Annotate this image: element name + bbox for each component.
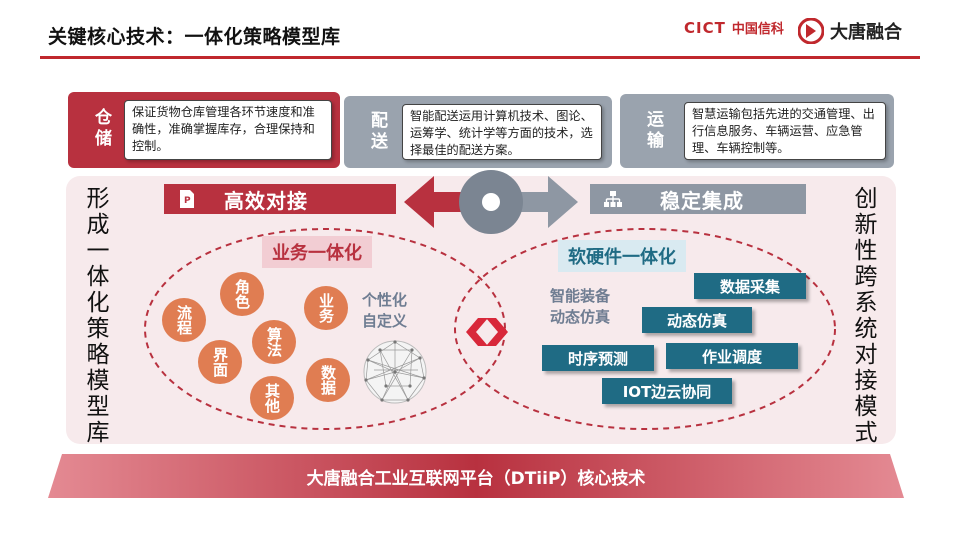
circle-interface: 界面 bbox=[198, 340, 242, 384]
datang-logo-icon bbox=[798, 18, 824, 44]
circle-process-label: 流程 bbox=[175, 305, 193, 335]
delivery-tab: 配送 bbox=[354, 100, 400, 164]
storage-tab: 仓储 bbox=[78, 96, 124, 162]
document-icon: P bbox=[180, 190, 194, 208]
smart-line-1: 智能装备 bbox=[550, 287, 611, 305]
page-title: 关键核心技术：一体化策略模型库 bbox=[48, 26, 341, 48]
tag-job-scheduling: 作业调度 bbox=[666, 343, 798, 369]
datang-logo: 大唐融合 bbox=[798, 18, 902, 44]
hardware-software-label: 软硬件一体化 bbox=[558, 240, 686, 272]
transport-tab-label: 运输 bbox=[643, 110, 663, 152]
circle-data-label: 数据 bbox=[319, 365, 337, 395]
right-banner: 稳定集成 bbox=[590, 184, 806, 214]
footer-bar bbox=[48, 454, 904, 498]
personalize-text: 个性化 自定义 bbox=[362, 290, 407, 332]
smart-line-2: 动态仿真 bbox=[550, 308, 611, 326]
double-arrow-graphic bbox=[404, 170, 578, 234]
left-banner: P 高效对接 bbox=[164, 184, 396, 214]
left-vertical-caption: 形成一体化策略模型库 bbox=[86, 186, 110, 446]
smart-equipment-text: 智能装备 动态仿真 bbox=[550, 286, 610, 328]
left-banner-label: 高效对接 bbox=[224, 188, 308, 213]
tag-iot-edge-cloud: IOT边云协同 bbox=[602, 378, 732, 404]
tag-time-series-forecast: 时序预测 bbox=[542, 345, 654, 371]
delivery-tab-label: 配送 bbox=[367, 111, 387, 153]
transport-tab: 运输 bbox=[630, 98, 676, 164]
circle-business: 业务 bbox=[304, 286, 348, 330]
cict-logo-name: 中国信科 bbox=[731, 22, 784, 37]
circle-process: 流程 bbox=[162, 298, 206, 342]
hierarchy-icon bbox=[604, 191, 622, 207]
left-arrow-icon bbox=[404, 176, 480, 228]
right-vertical-caption: 创新性跨系统对接模式 bbox=[854, 186, 878, 446]
storage-tab-label: 仓储 bbox=[91, 108, 111, 150]
circle-data: 数据 bbox=[306, 358, 350, 402]
title-divider bbox=[40, 56, 920, 59]
cict-logo-mark: CICT bbox=[684, 18, 726, 37]
datang-logo-name: 大唐融合 bbox=[830, 22, 902, 43]
right-banner-label: 稳定集成 bbox=[660, 188, 744, 213]
tag-data-collection: 数据采集 bbox=[694, 273, 806, 299]
tag-dynamic-simulation: 动态仿真 bbox=[642, 307, 752, 333]
circle-algorithm-label: 算法 bbox=[265, 327, 283, 357]
delivery-card-text: 智能配送运用计算机技术、图论、运筹学、统计学等方面的技术，选择最佳的配送方案。 bbox=[402, 104, 602, 160]
link-icon bbox=[466, 318, 508, 346]
circle-interface-label: 界面 bbox=[211, 347, 229, 377]
storage-card-text: 保证货物仓库管理各环节速度和准确性，准确掌握库存，合理保持和控制。 bbox=[124, 100, 332, 160]
circle-business-label: 业务 bbox=[317, 293, 335, 323]
right-arrow-icon bbox=[502, 176, 578, 228]
cict-logo: CICT 中国信科 bbox=[684, 18, 784, 38]
circle-role: 角色 bbox=[220, 272, 264, 316]
personalize-line-1: 个性化 bbox=[362, 291, 408, 309]
business-integration-label: 业务一体化 bbox=[262, 236, 372, 268]
network-sphere-icon bbox=[363, 340, 427, 404]
circle-other-label: 其他 bbox=[263, 383, 281, 413]
footer-text: 大唐融合工业互联网平台（DTiiP）核心技术 bbox=[306, 468, 646, 489]
right-ellipse bbox=[454, 228, 836, 430]
circle-algorithm: 算法 bbox=[252, 320, 296, 364]
circle-role-label: 角色 bbox=[233, 279, 251, 309]
circle-other: 其他 bbox=[250, 376, 294, 420]
transport-card-text: 智慧运输包括先进的交通管理、出行信息服务、车辆运营、应急管理、车辆控制等。 bbox=[684, 102, 886, 160]
svg-text:P: P bbox=[184, 196, 191, 206]
personalize-line-2: 自定义 bbox=[362, 312, 408, 330]
